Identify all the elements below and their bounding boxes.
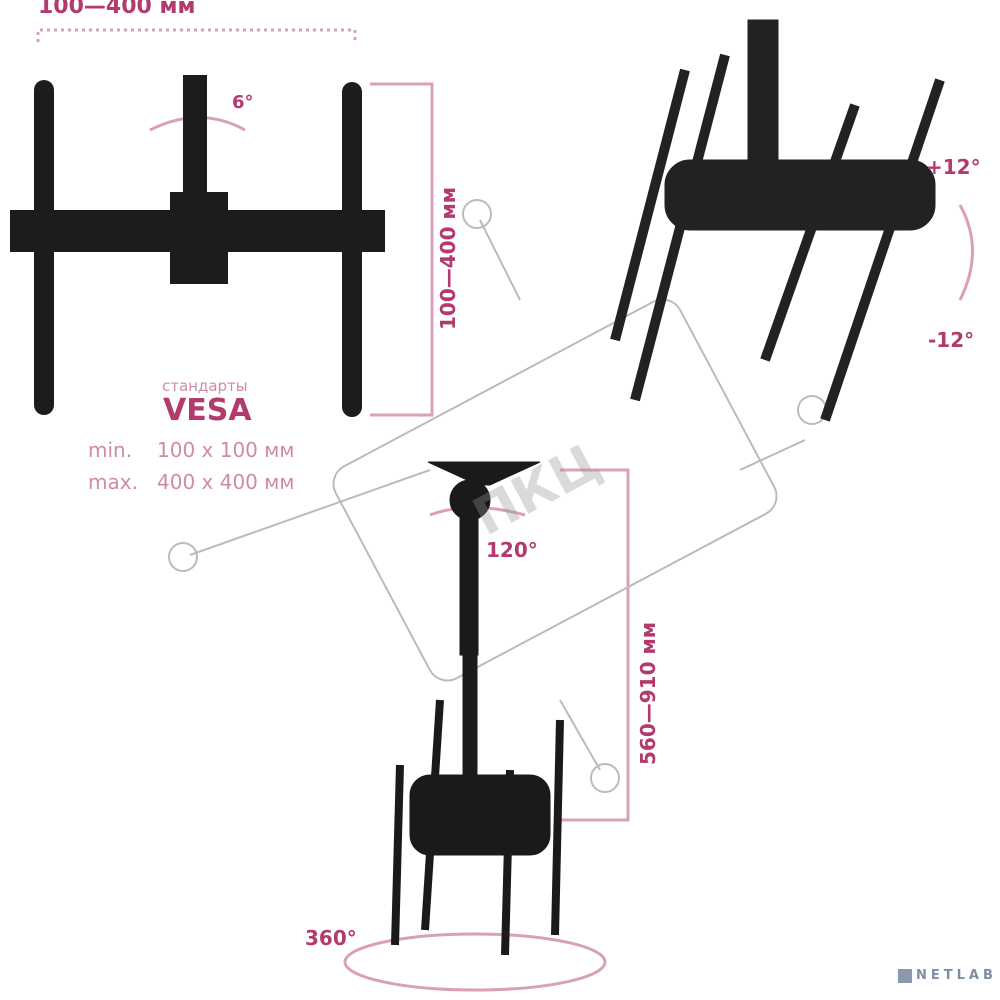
vesa-min-value: 100 x 100 мм	[157, 438, 295, 462]
tilt-down-label: -12°	[928, 328, 975, 352]
vesa-min-label: min.	[88, 438, 133, 462]
width-dimension-label: 100—400 мм	[38, 0, 196, 19]
vesa-title: VESA	[163, 393, 252, 428]
logo-square-icon	[898, 968, 912, 983]
swivel-label: 120°	[486, 538, 538, 562]
height-dimension-label: 100—400 мм	[436, 186, 460, 330]
tilt-up-label: +12°	[926, 155, 981, 179]
vesa-max-label: max.	[88, 470, 138, 494]
vesa-caption: стандарты	[162, 377, 248, 395]
logo-text: NETLAB	[916, 968, 997, 983]
extension-label: 560—910 мм	[636, 621, 660, 765]
rotation-label: 360°	[305, 926, 357, 950]
watermark	[168, 199, 827, 793]
netlab-logo: NETLAB	[898, 968, 997, 983]
tilt-small-label: 6°	[232, 92, 254, 113]
vesa-max-value: 400 x 400 мм	[157, 470, 295, 494]
